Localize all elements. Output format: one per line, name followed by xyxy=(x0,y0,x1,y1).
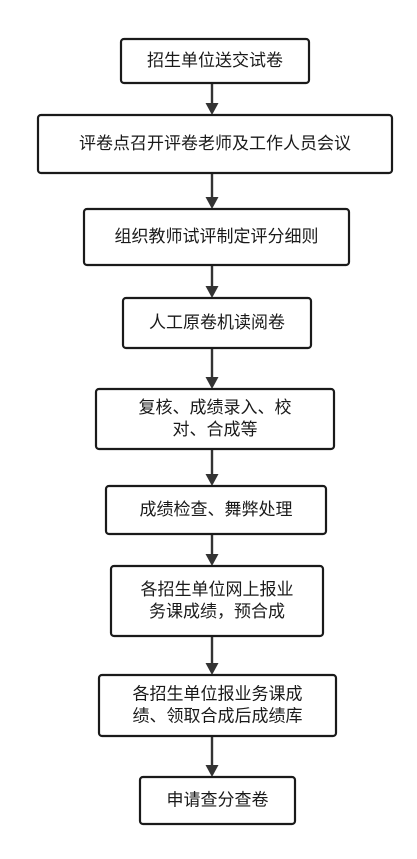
flow-node-box xyxy=(104,484,328,536)
flow-node-box xyxy=(94,387,336,451)
flow-node-box xyxy=(138,775,297,826)
flow-arrow-1 xyxy=(205,83,219,115)
flow-arrow-6 xyxy=(205,534,219,566)
flow-node-label: 各招生单位网上报业 xyxy=(141,580,294,600)
flow-arrow-7 xyxy=(205,636,219,675)
nodes-layer: 招生单位送交试卷评卷点召开评卷老师及工作人员会议组织教师试评制定评分细则人工原卷… xyxy=(36,37,394,826)
flow-node-label: 各招生单位报业务课成 xyxy=(133,685,303,705)
flow-arrow-head xyxy=(205,765,219,777)
flow-node-box xyxy=(97,673,338,738)
flow-node-label: 复核、成绩录入、校 xyxy=(139,398,292,418)
flow-node-label: 绩、领取合成后成绩库 xyxy=(133,707,303,727)
flow-node-9: 申请查分查卷 xyxy=(138,775,297,826)
flow-node-2: 评卷点召开评卷老师及工作人员会议 xyxy=(36,113,394,175)
flow-arrow-head xyxy=(205,554,219,566)
flow-arrow-3 xyxy=(205,265,219,298)
flow-node-1: 招生单位送交试卷 xyxy=(119,37,311,85)
flow-node-label: 申请查分查卷 xyxy=(167,791,269,811)
flow-node-box xyxy=(121,296,313,350)
flow-node-label: 务课成绩，预合成 xyxy=(149,602,285,622)
flow-node-label: 招生单位送交试卷 xyxy=(147,51,283,71)
flow-node-box xyxy=(82,207,351,267)
flow-node-box xyxy=(109,564,325,638)
flow-arrow-head xyxy=(205,377,219,389)
flow-arrow-2 xyxy=(205,173,219,209)
flow-node-label: 评卷点召开评卷老师及工作人员会议 xyxy=(79,134,351,154)
flow-arrow-head xyxy=(205,474,219,486)
flow-arrow-head xyxy=(205,286,219,298)
flow-node-3: 组织教师试评制定评分细则 xyxy=(82,207,351,267)
flow-node-box xyxy=(36,113,394,175)
flow-node-6: 成绩检查、舞弊处理 xyxy=(104,484,328,536)
flow-arrow-8 xyxy=(205,736,219,777)
flow-node-5: 复核、成绩录入、校对、合成等 xyxy=(94,387,336,451)
flow-node-box xyxy=(119,37,311,85)
flow-node-label: 对、合成等 xyxy=(173,420,258,440)
flow-node-4: 人工原卷机读阅卷 xyxy=(121,296,313,350)
flow-arrow-head xyxy=(205,663,219,675)
flow-arrow-5 xyxy=(205,449,219,486)
flow-arrow-4 xyxy=(205,348,219,389)
flow-node-label: 人工原卷机读阅卷 xyxy=(149,313,285,333)
edges-layer xyxy=(205,83,219,777)
flow-arrow-head xyxy=(205,103,219,115)
flow-node-label: 成绩检查、舞弊处理 xyxy=(140,500,293,520)
flow-node-label: 组织教师试评制定评分细则 xyxy=(115,227,319,247)
flow-arrow-head xyxy=(205,197,219,209)
